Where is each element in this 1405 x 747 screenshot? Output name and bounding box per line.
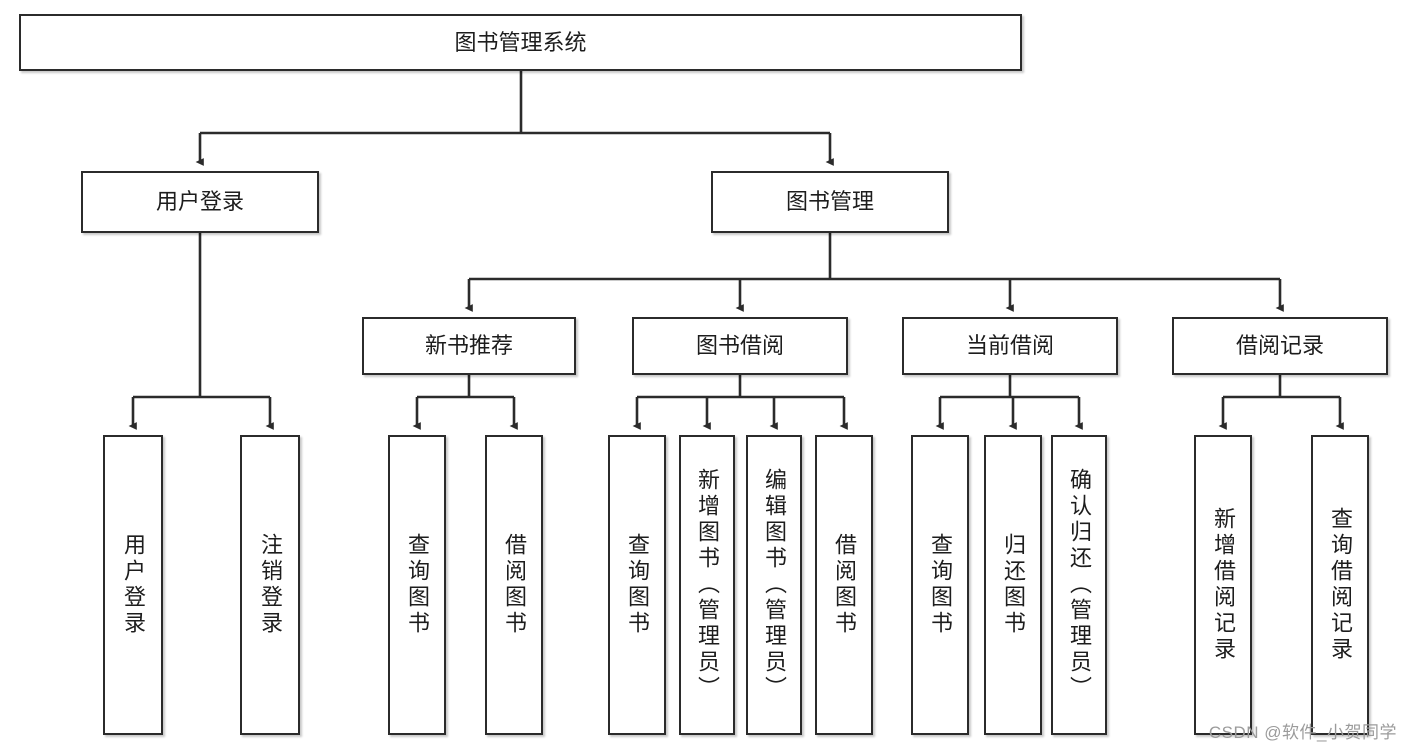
node-label-leaf-user-login: 用户登录: [121, 533, 146, 637]
node-label-book-borrow: 图书借阅: [695, 333, 784, 359]
node-leaf-query-borrow-record[interactable]: 查询借阅记录: [1311, 435, 1369, 735]
node-leaf-user-login[interactable]: 用户登录: [103, 435, 163, 735]
node-leaf-logout[interactable]: 注销登录: [240, 435, 300, 735]
node-leaf-return-book[interactable]: 归还图书: [984, 435, 1042, 735]
node-label-borrow-record: 借阅记录: [1235, 333, 1324, 359]
node-label-leaf-query-book-2: 查询图书: [625, 533, 650, 637]
node-leaf-add-borrow-record[interactable]: 新增借阅记录: [1194, 435, 1252, 735]
node-label-leaf-query-borrow-record: 查询借阅记录: [1328, 507, 1353, 663]
node-book-management[interactable]: 图书管理: [711, 171, 949, 233]
node-leaf-query-book-2[interactable]: 查询图书: [608, 435, 666, 735]
node-label-leaf-add-borrow-record: 新增借阅记录: [1211, 507, 1236, 663]
node-leaf-edit-book-admin[interactable]: 编辑图书（管理员）: [746, 435, 802, 735]
node-label-book-management: 图书管理: [785, 189, 874, 215]
node-label-leaf-return-book: 归还图书: [1001, 533, 1026, 637]
node-book-borrow[interactable]: 图书借阅: [632, 317, 848, 375]
csdn-watermark: CSDN @软件_小贺同学: [1208, 723, 1397, 742]
node-leaf-borrow-book-2[interactable]: 借阅图书: [815, 435, 873, 735]
node-borrow-record[interactable]: 借阅记录: [1172, 317, 1388, 375]
node-label-user-login: 用户登录: [155, 189, 244, 215]
node-label-leaf-borrow-book-2: 借阅图书: [832, 533, 857, 637]
node-label-root: 图书管理系统: [454, 29, 587, 55]
node-label-current-borrow: 当前借阅: [965, 333, 1054, 359]
node-user-login[interactable]: 用户登录: [81, 171, 319, 233]
node-label-leaf-confirm-return-admin: 确认归还（管理员）: [1067, 468, 1092, 702]
node-label-leaf-logout: 注销登录: [258, 533, 283, 637]
node-label-new-book-recommend: 新书推荐: [424, 333, 513, 359]
node-root[interactable]: 图书管理系统: [19, 14, 1022, 71]
node-label-leaf-query-book-1: 查询图书: [405, 533, 430, 637]
node-leaf-query-book-1[interactable]: 查询图书: [388, 435, 446, 735]
node-leaf-query-book-3[interactable]: 查询图书: [911, 435, 969, 735]
node-label-leaf-add-book-admin: 新增图书（管理员）: [695, 468, 720, 702]
node-label-leaf-edit-book-admin: 编辑图书（管理员）: [762, 468, 787, 702]
node-current-borrow[interactable]: 当前借阅: [902, 317, 1118, 375]
node-new-book-recommend[interactable]: 新书推荐: [362, 317, 576, 375]
node-label-leaf-query-book-3: 查询图书: [928, 533, 953, 637]
node-leaf-add-book-admin[interactable]: 新增图书（管理员）: [679, 435, 735, 735]
node-label-leaf-borrow-book-1: 借阅图书: [502, 533, 527, 637]
node-leaf-confirm-return-admin[interactable]: 确认归还（管理员）: [1051, 435, 1107, 735]
node-leaf-borrow-book-1[interactable]: 借阅图书: [485, 435, 543, 735]
